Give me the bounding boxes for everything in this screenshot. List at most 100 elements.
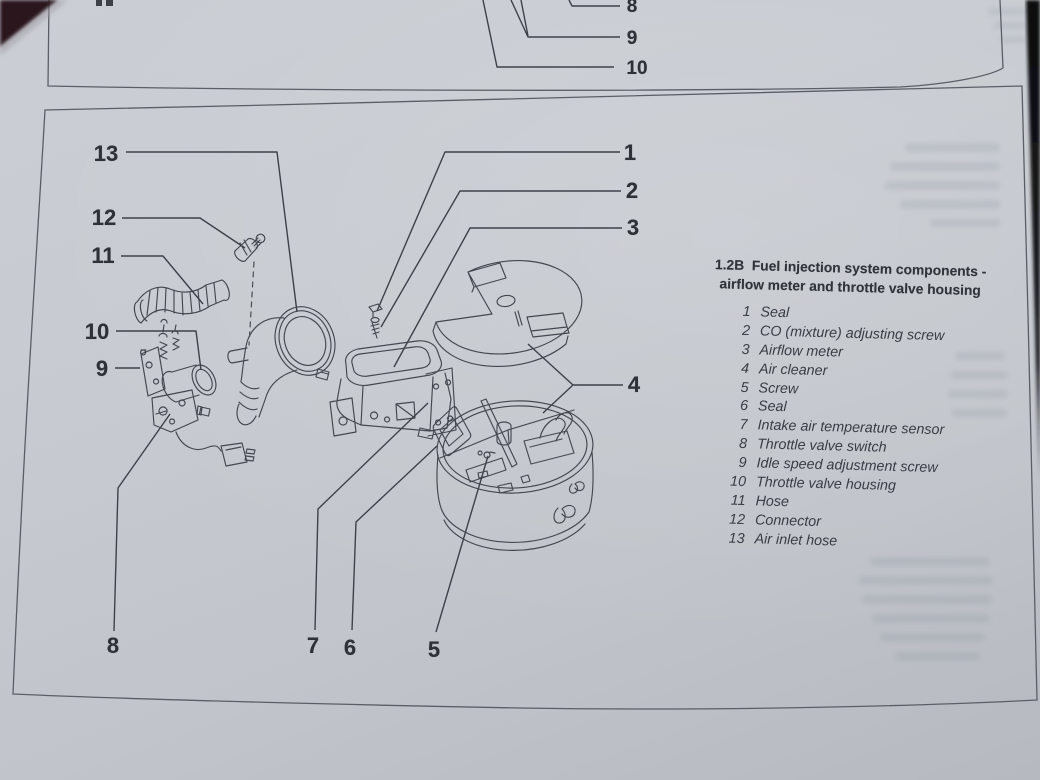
top-figure-leader-lines (482, 0, 620, 68)
callout-top-10: 10 (626, 58, 648, 79)
legend-item-number: 13 (728, 530, 745, 547)
callout-6: 6 (343, 635, 357, 660)
callout-11: 11 (91, 243, 115, 268)
callout-top-9: 9 (626, 28, 638, 49)
legend-item-label: Seal (757, 398, 787, 416)
legend-item-number: 1 (742, 303, 751, 321)
throttle-bore-outer (191, 364, 217, 396)
callout-10: 10 (84, 319, 110, 344)
elbow-mouth-inner (283, 316, 327, 366)
drum-rim-inner (442, 405, 588, 489)
callout-top-8: 8 (626, 0, 638, 17)
airflow-meter-lid (344, 340, 443, 387)
component-screw-5 (477, 450, 496, 459)
legend-item-label: Connector (754, 512, 822, 530)
lid-center-hole (496, 294, 516, 308)
leader-5 (435, 455, 489, 633)
callout-7: 7 (306, 633, 320, 658)
leader-6 (351, 445, 438, 631)
legend-item-number: 4 (740, 360, 750, 377)
legend-item-number: 6 (739, 398, 749, 415)
alignment-dashed-line (248, 261, 255, 346)
leader-13 (126, 151, 298, 313)
component-hose (133, 279, 230, 324)
idle-screw-springs (158, 318, 180, 360)
callout-1: 1 (623, 140, 637, 165)
elbow-mouth-outer (274, 306, 336, 376)
legend-item-label: Hose (755, 493, 790, 511)
callout-9: 9 (95, 356, 109, 381)
leader-top-9 (510, 0, 620, 38)
lid-slit-and-slot (514, 310, 570, 338)
leader-3 (393, 227, 622, 368)
component-air-cleaner-housing (436, 398, 594, 551)
leader-2 (380, 190, 621, 328)
component-air-cleaner-lid (432, 260, 583, 368)
legend-item-number: 3 (741, 341, 750, 358)
exploded-diagram (133, 233, 594, 551)
legend-item-number: 12 (728, 511, 746, 528)
legend-item-label: Throttle valve housing (755, 474, 897, 495)
legend-item-number: 11 (730, 492, 746, 509)
callout-12: 12 (91, 205, 117, 230)
airflow-meter-body (329, 367, 457, 440)
small-bolt (196, 405, 211, 417)
switch-cable-and-plug (175, 431, 256, 467)
legend-item-number: 9 (738, 454, 747, 472)
legend-item-number: 8 (738, 436, 748, 453)
legend-item-number: 5 (740, 379, 749, 396)
throttle-switch-plate (151, 389, 199, 433)
drum-interior (439, 398, 575, 494)
throttle-bore-inner (195, 368, 213, 392)
elbow-body (227, 317, 298, 426)
callout-2: 2 (625, 178, 639, 203)
figure-ref: 1.2B (714, 257, 745, 273)
leader-top-8 (568, 0, 620, 7)
leader-8 (113, 413, 171, 632)
component-connector (234, 233, 266, 262)
component-co-screw (370, 316, 380, 339)
leader-1 (376, 151, 620, 312)
legend-item-number: 2 (741, 322, 751, 340)
callout-3: 3 (626, 215, 640, 240)
legend-item-label: Throttle valve switch (756, 436, 887, 456)
drum-body (436, 451, 594, 551)
legend-item-number: 10 (729, 473, 747, 491)
component-air-inlet-hose (227, 306, 336, 426)
lid-outline (432, 260, 583, 368)
callout-leader-lines (113, 151, 623, 633)
top-figure-border (47, 0, 1004, 91)
leader-12 (122, 217, 246, 249)
book-edge-shadow (1026, 0, 1040, 560)
drum-clips (553, 481, 585, 524)
page-top-partial-marks (96, 0, 113, 6)
legend-item-label: Screw (758, 379, 799, 397)
main-figure-border (12, 85, 1038, 710)
legend-item-label: Airflow meter (759, 342, 844, 361)
leader-11 (121, 255, 204, 305)
bleed-through-smudges (858, 8, 1028, 661)
leader-4 (527, 343, 623, 414)
drum-rim-outer (436, 400, 594, 494)
component-seal-small (368, 303, 383, 318)
legend-item-number: 7 (739, 417, 748, 434)
callout-13: 13 (93, 141, 119, 166)
leader-10 (116, 330, 202, 371)
component-seal-square (432, 406, 472, 457)
elbow-clamp-screw (315, 368, 330, 381)
leader-7 (314, 402, 429, 631)
mount-bracket (139, 346, 166, 397)
legend-item-label: Air cleaner (758, 361, 828, 379)
leader-top-10 (482, 0, 614, 68)
callout-8: 8 (106, 633, 120, 658)
component-airflow-meter (329, 340, 457, 440)
elbow-mouth-mid (278, 310, 332, 372)
figure-caption: 1.2B Fuel injection system components - … (662, 254, 1032, 557)
legend-item-label: Air inlet hose (754, 531, 838, 550)
legend-item-label: Seal (760, 304, 790, 322)
callout-5: 5 (427, 637, 441, 662)
callout-4: 4 (627, 372, 641, 397)
photo-corner-fringe (0, 0, 68, 56)
